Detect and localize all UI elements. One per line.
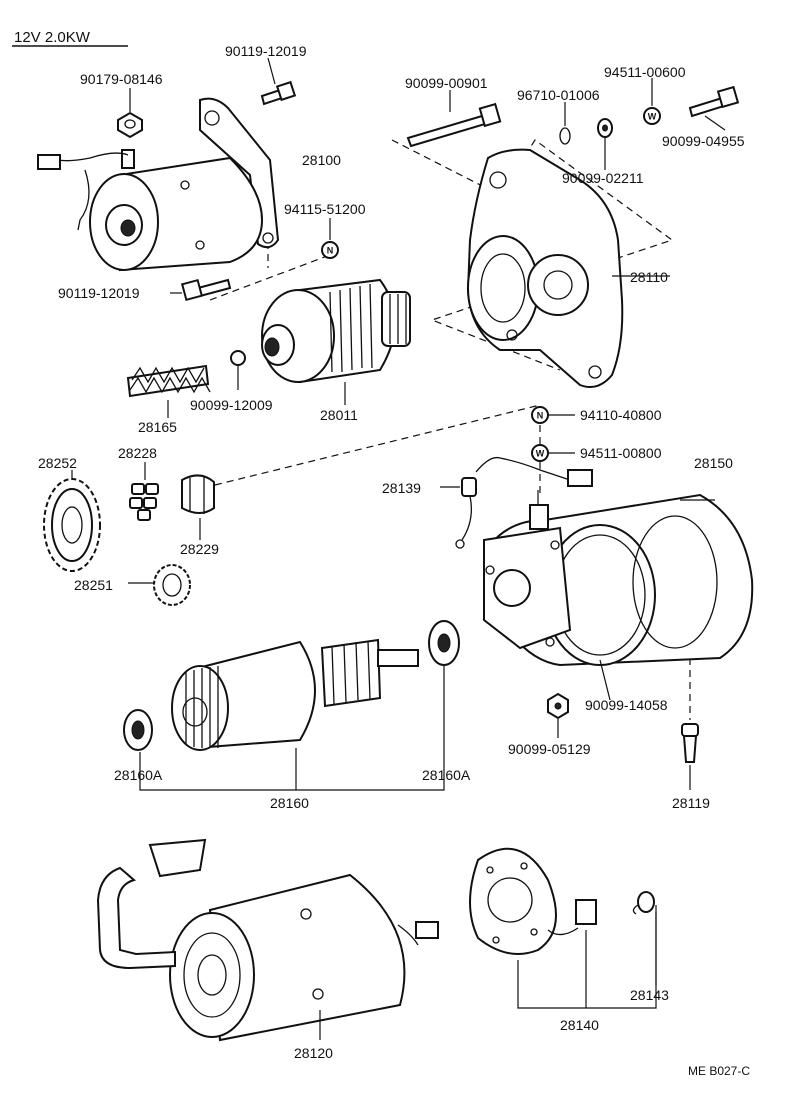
- label-90119-12019-top: 90119-12019: [225, 43, 307, 59]
- leader-90099-14058: [599, 659, 611, 701]
- nut-90099-05129[interactable]: [547, 692, 569, 738]
- label-28011: 28011: [320, 407, 358, 423]
- label-28251: 28251: [74, 577, 113, 593]
- label-94511-00800: 94511-00800: [580, 445, 662, 461]
- bolt-90119-12019-top[interactable]: [260, 57, 297, 106]
- nut-badge-94110-40800[interactable]: N: [531, 406, 575, 424]
- label-28165: 28165: [138, 419, 177, 435]
- nut-symbol-2: N: [537, 411, 544, 421]
- washer-badge-94511-00600[interactable]: W: [643, 78, 661, 125]
- part-labels: 90119-12019 90179-08146 90099-00901 9671…: [38, 43, 750, 1078]
- label-28119: 28119: [672, 795, 710, 811]
- bolt-90099-00901[interactable]: [406, 90, 502, 148]
- nut-badge-94115-51200[interactable]: N: [321, 218, 339, 259]
- label-94115-51200: 94115-51200: [284, 201, 366, 217]
- brush-holder-28140[interactable]: [469, 847, 597, 955]
- nut-90179-08146[interactable]: [117, 88, 143, 139]
- screw-28119[interactable]: [681, 723, 699, 790]
- label-90099-00901: 90099-00901: [405, 75, 488, 91]
- label-90179-08146: 90179-08146: [80, 71, 163, 87]
- label-90099-05129: 90099-05129: [508, 741, 591, 757]
- label-94110-40800: 94110-40800: [580, 407, 662, 423]
- label-28100: 28100: [302, 152, 341, 168]
- magnetic-switch-28100[interactable]: [37, 97, 280, 272]
- label-28160: 28160: [270, 795, 309, 811]
- label-28160A-left: 28160A: [114, 767, 163, 783]
- drawing-code: ME B027-C: [688, 1064, 750, 1078]
- oring-96710-01006[interactable]: [559, 102, 571, 145]
- label-28160A-right: 28160A: [422, 767, 471, 783]
- retainer-28228[interactable]: [129, 462, 159, 521]
- washer-symbol: W: [648, 112, 657, 122]
- label-90099-04955: 90099-04955: [662, 133, 745, 149]
- label-28110: 28110: [630, 269, 668, 285]
- bolt-90119-12019-bottom[interactable]: [170, 278, 232, 302]
- label-28143: 28143: [630, 987, 669, 1003]
- label-28150: 28150: [694, 455, 733, 471]
- field-frame-28120[interactable]: [96, 838, 439, 1042]
- washer-badge-94511-00800[interactable]: W: [531, 444, 575, 462]
- diagram-title: 12V 2.0KW: [14, 29, 91, 46]
- retainer-28229[interactable]: [181, 474, 215, 540]
- starter-clutch-28011[interactable]: [261, 278, 411, 405]
- nut-symbol: N: [327, 246, 334, 256]
- ball-90099-12009[interactable]: [230, 350, 246, 390]
- starter-housing-28110[interactable]: [466, 148, 670, 388]
- label-28229: 28229: [180, 541, 219, 557]
- label-28252: 28252: [38, 455, 77, 471]
- yoke-28150[interactable]: [483, 490, 754, 667]
- spring-28165[interactable]: [126, 364, 211, 418]
- bearing-28160A-right[interactable]: [428, 620, 460, 666]
- bearing-28160A-left[interactable]: [123, 709, 153, 751]
- bolt-90099-04955[interactable]: [688, 85, 740, 131]
- lead-wire-28139[interactable]: [440, 456, 593, 549]
- label-94511-00600: 94511-00600: [604, 64, 686, 80]
- gear-28252[interactable]: [43, 470, 101, 572]
- label-96710-01006: 96710-01006: [517, 87, 600, 103]
- gear-28251[interactable]: [128, 564, 191, 606]
- washer-symbol-2: W: [536, 449, 545, 459]
- label-28140: 28140: [560, 1017, 599, 1033]
- label-28228: 28228: [118, 445, 157, 461]
- label-90099-14058: 90099-14058: [585, 697, 668, 713]
- armature-28160[interactable]: [171, 638, 419, 751]
- label-90099-02211: 90099-02211: [562, 170, 644, 186]
- brush-spring-28143[interactable]: [632, 891, 657, 985]
- label-90119-12019-bottom: 90119-12019: [58, 285, 140, 301]
- armature-group-bracket: [139, 666, 445, 791]
- label-28120: 28120: [294, 1045, 333, 1061]
- label-90099-12009: 90099-12009: [190, 397, 273, 413]
- label-28139: 28139: [382, 480, 421, 496]
- washer-90099-02211[interactable]: [597, 118, 613, 170]
